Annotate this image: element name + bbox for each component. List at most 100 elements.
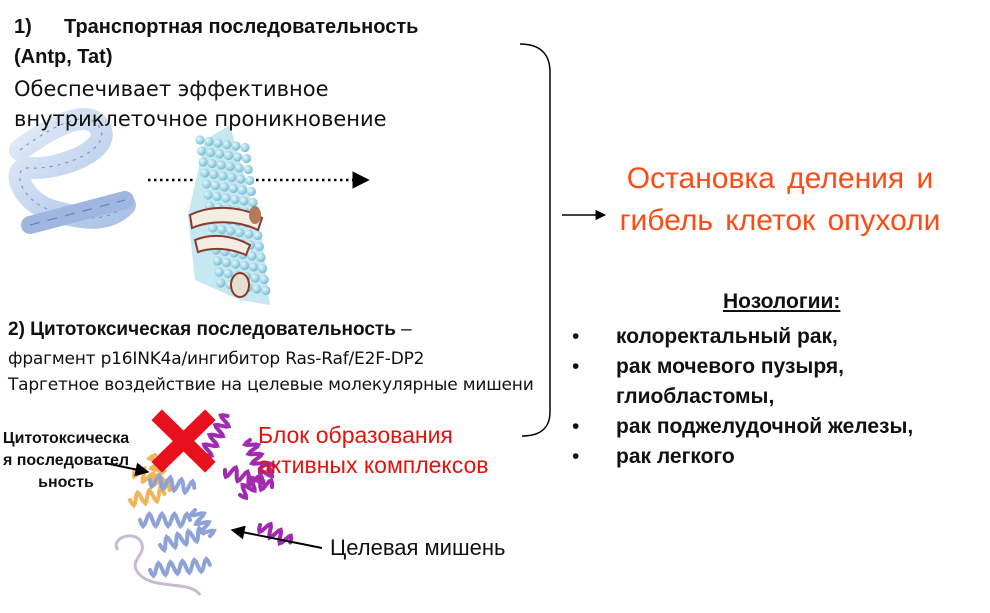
section2-title-bold: 2) Цитотоксическая последовательность	[8, 319, 396, 340]
lipid-head	[210, 180, 220, 191]
lipid-head	[258, 263, 268, 274]
lipid-head	[230, 194, 240, 205]
section2-title: 2) Цитотоксическая последовательность –	[8, 317, 412, 343]
list-item: •рак мочевого пузыря,	[572, 352, 987, 382]
lipid-head	[214, 267, 224, 277]
section1-title: 1) Транспортная последовательность	[14, 14, 418, 40]
lipid-head	[223, 268, 233, 279]
grouping-bracket	[519, 43, 551, 437]
lipid-head	[206, 147, 216, 158]
target-pointer-arrow	[230, 525, 323, 549]
lipid-head	[227, 172, 237, 183]
section2-line2: Таргетное воздействие на целевые молекул…	[8, 375, 534, 395]
lipid-head	[197, 146, 207, 156]
lipid-head	[252, 284, 262, 294]
lipid-head	[209, 169, 219, 180]
lipid-head	[222, 257, 232, 268]
section2-line1: фрагмент p16INK4a/ингибитор Ras-Raf/E2F-…	[8, 349, 425, 369]
section2-details: фрагмент p16INK4a/ингибитор Ras-Raf/E2F-…	[8, 346, 578, 398]
lipid-head	[195, 135, 205, 145]
block-cross-icon	[151, 409, 216, 473]
lipid-head	[231, 141, 241, 151]
nosology-title: Нозологии:	[723, 290, 841, 313]
nosology-list: •колоректальный рак, •рак мочевого пузыр…	[572, 322, 987, 472]
lipid-head	[213, 138, 223, 148]
list-item: глиобластомы,	[572, 382, 987, 412]
lipid-head	[233, 152, 243, 162]
section2-title-rest: –	[395, 319, 412, 340]
list-item: •рак поджелудочной железы,	[572, 412, 987, 442]
bullet: •	[572, 445, 580, 468]
lipid-head	[250, 273, 260, 283]
protein-loop	[114, 534, 202, 597]
list-item-text: глиобластомы,	[616, 385, 775, 408]
lipid-head	[208, 223, 218, 233]
lipid-head	[213, 256, 223, 266]
lipid-head	[218, 171, 228, 181]
lipid-head	[203, 190, 213, 200]
lipid-head	[240, 260, 250, 271]
lipid-head	[242, 153, 252, 164]
lipid-head	[256, 252, 266, 263]
protein-helix	[238, 460, 277, 501]
protein-helix	[128, 485, 167, 509]
lipid-head	[240, 142, 250, 153]
list-item-text: рак легкого	[616, 445, 735, 468]
lipid-head	[200, 168, 210, 178]
section1-subtitle: (Antp, Tat)	[14, 46, 113, 68]
lipid-head	[245, 175, 255, 186]
lipid-head	[231, 259, 241, 269]
lipid-head	[235, 227, 245, 238]
protein-helix	[188, 508, 217, 538]
result-text: Остановка деления и гибель клеток опухол…	[619, 162, 941, 237]
lipid-head	[243, 164, 253, 175]
lipid-head	[259, 274, 269, 285]
lipid-head	[217, 224, 227, 235]
lipid-head	[222, 139, 232, 150]
protein-helix	[148, 556, 212, 579]
bullet: •	[572, 325, 580, 348]
protein-helix	[201, 413, 232, 458]
lipid-head	[239, 196, 249, 206]
lipid-head	[224, 150, 234, 161]
lipid-head	[215, 149, 225, 159]
lipid-head	[254, 241, 264, 252]
lipid-head	[216, 278, 226, 288]
lipid-head	[207, 158, 217, 169]
block-label: Блок образования активных комплексов	[258, 420, 493, 480]
section1-title-text: Транспортная последовательность	[64, 16, 419, 38]
list-item-text: колоректальный рак,	[616, 325, 838, 348]
lipid-head	[234, 163, 244, 173]
lipid-head	[246, 186, 256, 197]
protein-helix	[158, 525, 206, 554]
protein-helix	[257, 521, 294, 546]
lipid-head	[236, 174, 246, 184]
section1-description: Обеспечивает эффективное внутриклеточное…	[14, 77, 387, 131]
lipid-head	[204, 136, 214, 147]
cell-membrane-illustration	[188, 125, 271, 305]
lipid-head	[228, 183, 238, 194]
list-item: • рак легкого	[572, 442, 987, 472]
lipid-head	[261, 285, 271, 296]
lipid-head	[237, 185, 247, 195]
cytotoxic-label: Цитотоксическая последовательность	[2, 430, 130, 491]
list-item: • колоректальный рак,	[572, 322, 987, 352]
lipid-head	[248, 197, 258, 208]
cytotoxic-pointer-arrow	[104, 462, 150, 477]
protein-helix	[223, 464, 274, 493]
lipid-head	[201, 179, 211, 189]
lipid-head	[247, 251, 257, 261]
lipid-head	[219, 182, 229, 192]
protein-helix	[138, 510, 192, 530]
protein-helix	[242, 438, 269, 471]
section1-number: 1)	[14, 16, 32, 38]
lipid-head	[216, 160, 226, 170]
peptide-ribbon-illustration	[8, 108, 136, 234]
list-item-text: рак мочевого пузыря,	[616, 355, 844, 378]
lipid-head	[253, 230, 263, 241]
target-label: Целевая мишень	[330, 535, 506, 560]
bullet: •	[572, 415, 580, 438]
protein-helix	[148, 472, 197, 496]
lipid-head	[225, 161, 235, 172]
